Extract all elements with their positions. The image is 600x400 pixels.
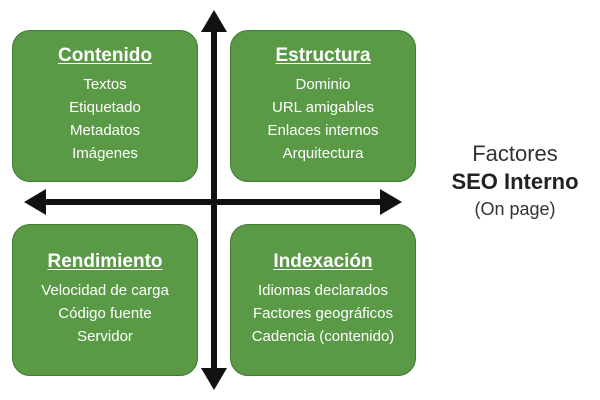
quadrant-estructura: Estructura Dominio URL amigables Enlaces… [230, 30, 416, 182]
quadrant-title: Indexación [273, 251, 373, 272]
arrow-down-icon [201, 368, 227, 390]
quadrant-item: Cadencia (contenido) [251, 328, 395, 345]
quadrant-item: Arquitectura [282, 145, 364, 162]
quadrant-item: Metadatos [69, 122, 141, 139]
arrow-right-icon [380, 189, 402, 215]
quadrant-title: Estructura [275, 45, 371, 66]
quadrant-item: Servidor [77, 328, 133, 345]
side-label-line1: Factores [472, 141, 558, 166]
quadrant-item: Idiomas declarados [257, 282, 389, 299]
quadrant-item: Etiquetado [69, 99, 141, 116]
quadrant-title: Contenido [58, 45, 152, 66]
quadrant-item: Código fuente [58, 305, 152, 322]
quadrant-item: URL amigables [272, 99, 374, 116]
side-label-line3: (On page) [474, 199, 556, 219]
quadrant-item: Velocidad de carga [41, 282, 169, 299]
quadrant-item: Enlaces internos [267, 122, 379, 139]
quadrant-item: Textos [83, 76, 127, 93]
side-label-line2: SEO Interno [451, 169, 579, 194]
quadrant-indexacion: Indexación Idiomas declarados Factores g… [230, 224, 416, 376]
quadrant-item: Dominio [295, 76, 351, 93]
arrow-left-icon [24, 189, 46, 215]
quadrant-title: Rendimiento [47, 251, 163, 272]
quadrant-rendimiento: Rendimiento Velocidad de carga Código fu… [12, 224, 198, 376]
side-label: Factores SEO Interno (On page) [432, 140, 598, 222]
quadrant-contenido: Contenido Textos Etiquetado Metadatos Im… [12, 30, 198, 182]
quadrant-item: Imágenes [72, 145, 138, 162]
arrow-up-icon [201, 10, 227, 32]
quadrant-item: Factores geográficos [252, 305, 394, 322]
